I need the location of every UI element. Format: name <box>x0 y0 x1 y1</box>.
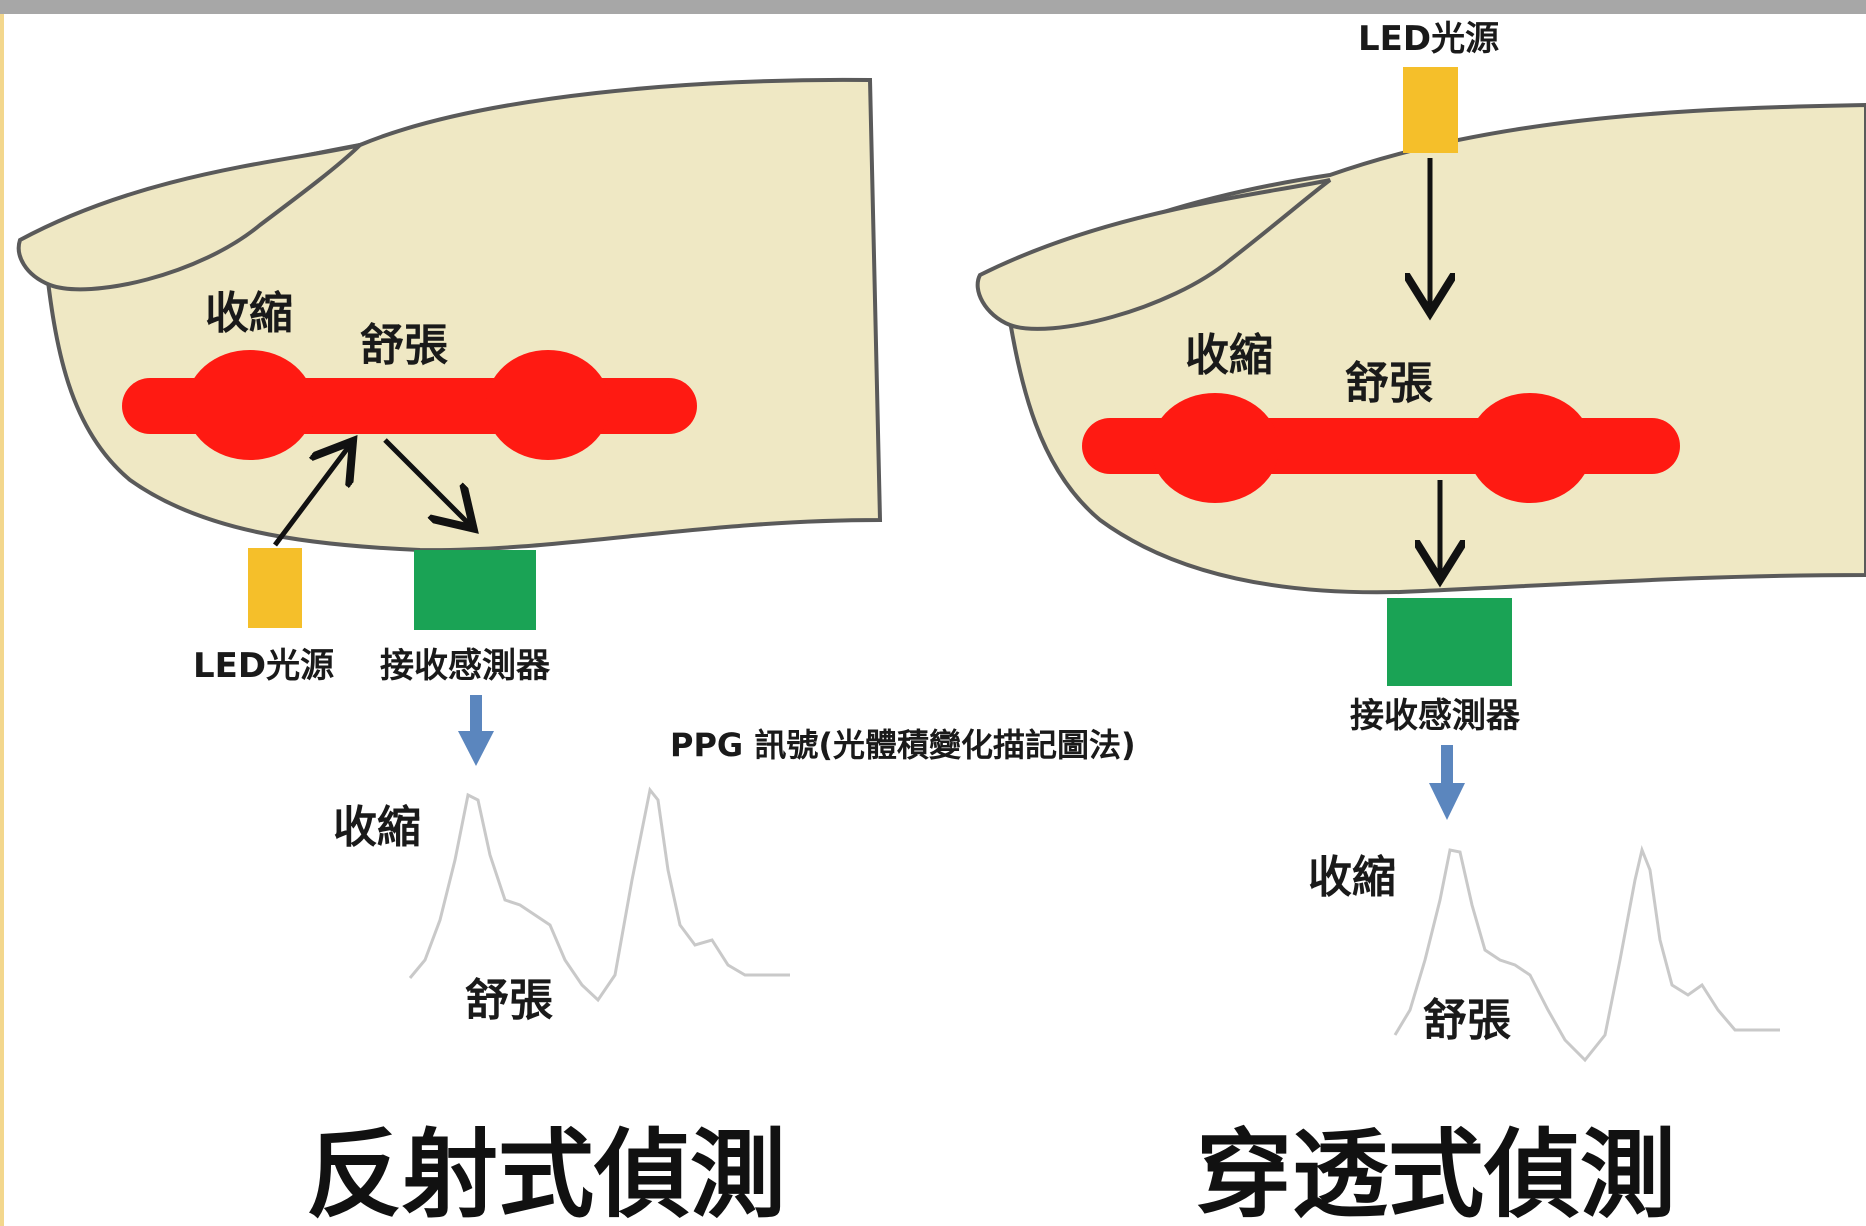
left-wave-diastole-label: 舒張 <box>465 975 553 1026</box>
left-led-label: LED光源 <box>193 646 334 686</box>
light-path-arrow-in <box>273 445 350 547</box>
top-bar <box>0 0 1866 14</box>
left-sensor-label: 接收感測器 <box>380 646 551 686</box>
right-sensor-label: 接收感測器 <box>1350 696 1521 736</box>
reflective-panel: 收縮 舒張 LED光源 接收感測器 收縮 舒張 反射式偵測 <box>16 77 883 1226</box>
led-source-right-icon <box>1403 67 1458 153</box>
right-caption: 穿透式偵測 <box>1196 1119 1676 1226</box>
finger-left <box>42 77 883 553</box>
sensor-right-icon <box>1387 598 1512 686</box>
right-wave-diastole-label: 舒張 <box>1423 995 1511 1046</box>
signal-arrow-right-icon <box>1429 745 1465 820</box>
ppg-signal-label: PPG 訊號(光體積變化描記圖法) <box>670 726 1136 764</box>
light-path-arrow-out <box>383 438 470 525</box>
fingernail-right <box>975 178 1332 331</box>
led-source-left-icon <box>248 548 302 628</box>
signal-arrow-left-icon <box>458 695 494 766</box>
right-diastole-label: 舒張 <box>1345 358 1433 409</box>
fingernail-left <box>16 141 367 292</box>
blood-vessel-right <box>1082 393 1680 503</box>
left-systole-label: 收縮 <box>205 288 293 339</box>
right-wave-systole-label: 收縮 <box>1308 852 1396 903</box>
right-led-label: LED光源 <box>1358 19 1499 59</box>
left-caption: 反射式偵測 <box>306 1119 786 1226</box>
ppg-waveform-right <box>1393 845 1780 1063</box>
left-edge <box>0 14 4 1226</box>
transmissive-panel: 收縮 舒張 LED光源 接收感測器 收縮 舒張 穿透式偵測 <box>975 19 1866 1226</box>
ppg-waveform-left <box>408 786 790 1003</box>
sensor-left-icon <box>414 550 536 630</box>
finger-right <box>1002 102 1866 595</box>
blood-vessel-left <box>122 350 697 460</box>
left-diastole-label: 舒張 <box>360 320 448 371</box>
right-systole-label: 收縮 <box>1185 330 1273 381</box>
left-wave-systole-label: 收縮 <box>333 802 421 853</box>
